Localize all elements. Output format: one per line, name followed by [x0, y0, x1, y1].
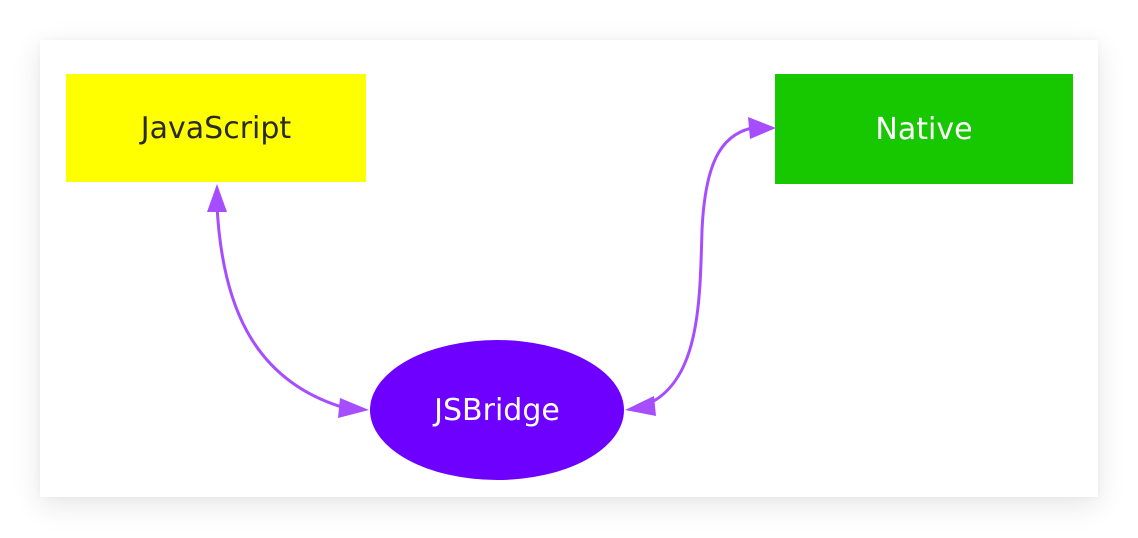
arrowhead-jsbridge-left	[338, 398, 369, 418]
jsbridge-node-label: JSBridge	[434, 392, 560, 428]
jsbridge-node: JSBridge	[370, 340, 624, 480]
arrowhead-jsbridge-right	[625, 396, 656, 416]
arrowhead-native	[748, 117, 776, 139]
javascript-node: JavaScript	[66, 74, 366, 182]
native-node: Native	[775, 74, 1073, 184]
edge-javascript-jsbridge	[215, 205, 346, 410]
edge-jsbridge-native	[647, 126, 753, 406]
native-node-label: Native	[875, 111, 973, 147]
arrowhead-javascript	[207, 184, 227, 212]
javascript-node-label: JavaScript	[140, 110, 292, 146]
